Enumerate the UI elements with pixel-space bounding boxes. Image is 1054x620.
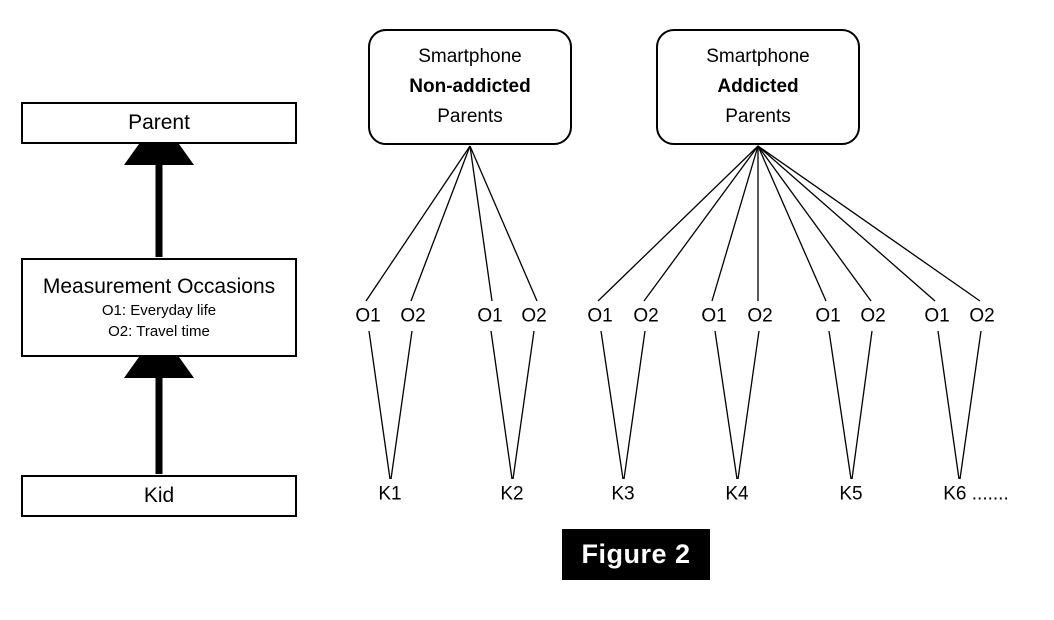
group-non-addicted-line3: Parents xyxy=(437,106,503,127)
occasion-node-k4-o2: O2 xyxy=(746,305,774,327)
occasion-node-k4-o1: O1 xyxy=(700,305,728,327)
legend-box-parent: Parent xyxy=(21,102,297,144)
occasion-node-k6-o2: O2 xyxy=(968,305,996,327)
occasion-node-k2-o1: O1 xyxy=(476,305,504,327)
legend-box-parent-title: Parent xyxy=(128,111,190,134)
kid-node-6: K6 ....... xyxy=(942,483,1010,505)
kid-node-4: K4 xyxy=(724,483,750,505)
kid-node-3: K3 xyxy=(610,483,636,505)
kid-node-5: K5 xyxy=(838,483,864,505)
occasion-node-k3-o2: O2 xyxy=(632,305,660,327)
occasion-node-k5-o1: O1 xyxy=(814,305,842,327)
group-non-addicted-line1: Smartphone xyxy=(418,46,522,67)
legend-box-kid: Kid xyxy=(21,475,297,517)
kid-node-1: K1 xyxy=(377,483,403,505)
kid-node-2: K2 xyxy=(499,483,525,505)
legend-occasion-o1: O1: Everyday life xyxy=(101,301,217,319)
occasion-node-k1-o1: O1 xyxy=(354,305,382,327)
fan-non-addicted xyxy=(365,145,538,302)
group-box-addicted-parents: Smartphone Addicted Parents xyxy=(656,29,860,145)
group-addicted-line2: Addicted xyxy=(717,76,799,97)
legend-occasion-o2: O2: Travel time xyxy=(108,322,210,340)
occasion-node-k1-o2: O2 xyxy=(399,305,427,327)
group-box-non-addicted-parents: Smartphone Non-addicted Parents xyxy=(368,29,572,145)
legend-box-measurement-occasions: Measurement Occasions O1: Everyday life … xyxy=(21,258,297,357)
figure-caption: Figure 2 xyxy=(562,529,710,580)
legs-o-to-k xyxy=(368,330,982,480)
group-non-addicted-line2: Non-addicted xyxy=(409,76,531,97)
occasion-node-k2-o2: O2 xyxy=(520,305,548,327)
occasion-node-k5-o2: O2 xyxy=(859,305,887,327)
legend-box-measurement-occasions-title: Measurement Occasions xyxy=(42,274,276,298)
legend-box-kid-title: Kid xyxy=(143,484,175,507)
group-addicted-line1: Smartphone xyxy=(706,46,810,67)
fan-addicted xyxy=(597,145,981,302)
group-addicted-line3: Parents xyxy=(725,106,791,127)
occasion-node-k3-o1: O1 xyxy=(586,305,614,327)
occasion-node-k6-o1: O1 xyxy=(923,305,951,327)
